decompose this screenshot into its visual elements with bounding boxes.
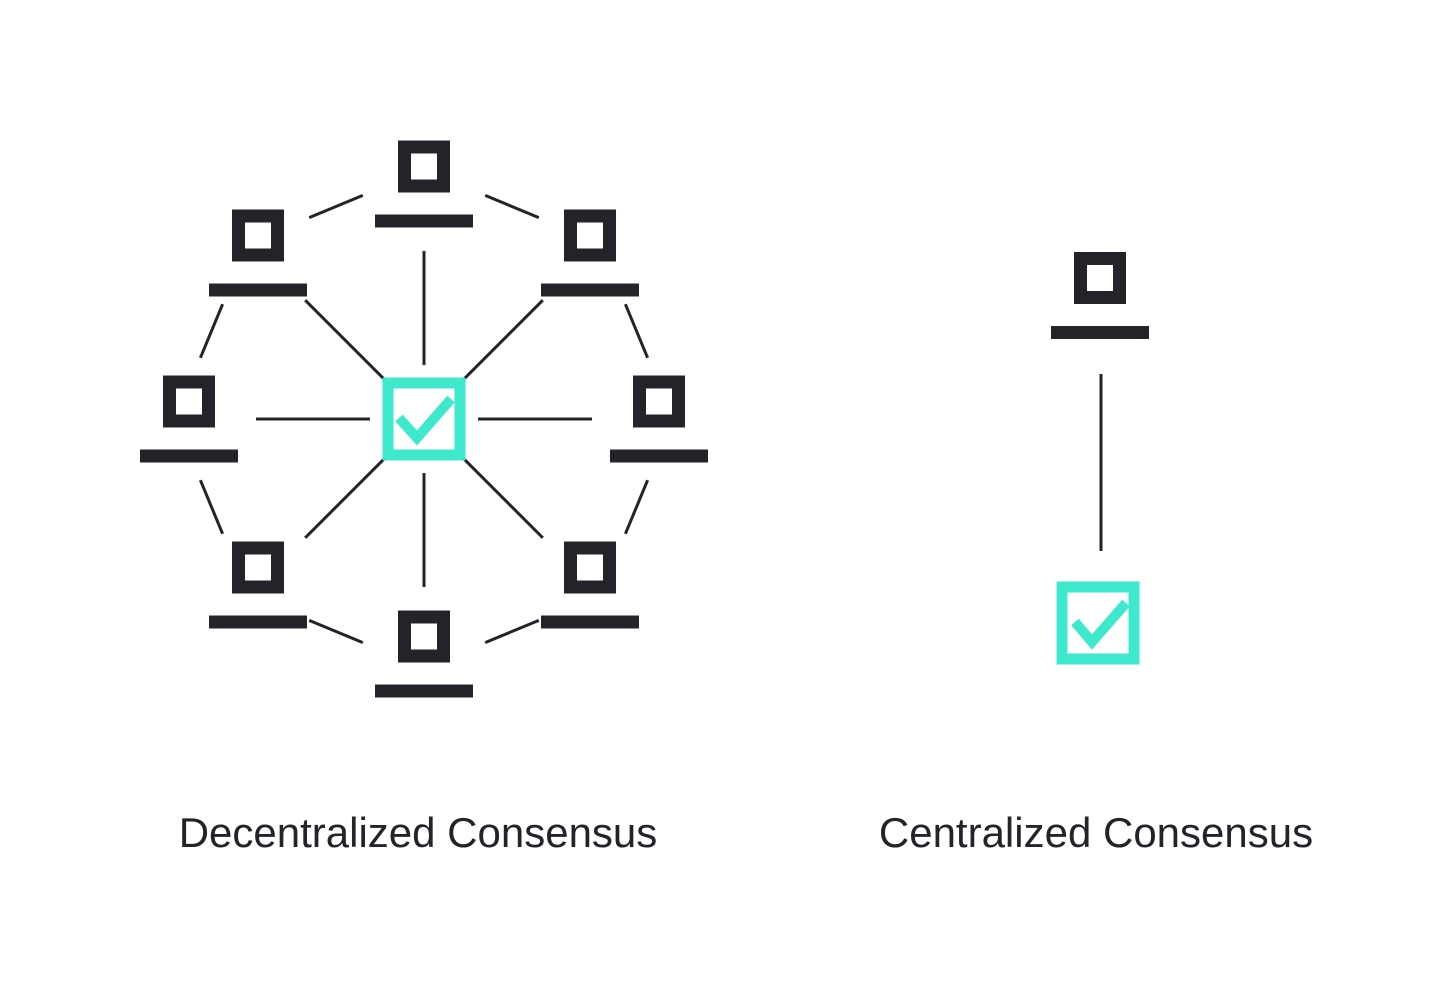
computer-icon — [541, 548, 639, 629]
computer-icon — [209, 548, 307, 629]
ring-link-lines — [199, 194, 649, 644]
ring-line-top-left-top — [308, 194, 364, 219]
consensus-check-icon — [382, 377, 466, 461]
computer-icon — [140, 382, 238, 463]
computer-icon — [375, 617, 473, 698]
spoke-line-bottom-left — [304, 456, 387, 539]
consensus-check-icon — [1056, 581, 1140, 665]
spoke-line-top-left — [304, 299, 387, 382]
computer-icon — [541, 216, 639, 297]
ring-line-top-top-right — [484, 194, 540, 219]
decentralized-caption: Decentralized Consensus — [178, 809, 658, 856]
ring-line-bottom-right-bottom — [484, 619, 540, 644]
spoke-line-bottom-right — [461, 456, 544, 539]
ring-line-bottom-left-left — [199, 479, 224, 535]
ring-line-left-top-left — [199, 303, 224, 359]
decentralized-network — [140, 147, 708, 698]
ring-line-top-right-right — [624, 303, 649, 359]
spoke-line-top-right — [461, 299, 544, 382]
computer-icon — [1051, 259, 1149, 340]
computer-icon — [610, 382, 708, 463]
hub-spoke-lines — [256, 251, 592, 587]
centralized-network — [1051, 259, 1149, 665]
ring-line-right-bottom-right — [624, 479, 649, 535]
computer-icon — [375, 147, 473, 228]
centralized-caption: Centralized Consensus — [878, 809, 1314, 856]
ring-line-bottom-bottom-left — [308, 619, 364, 644]
computer-icon — [209, 216, 307, 297]
